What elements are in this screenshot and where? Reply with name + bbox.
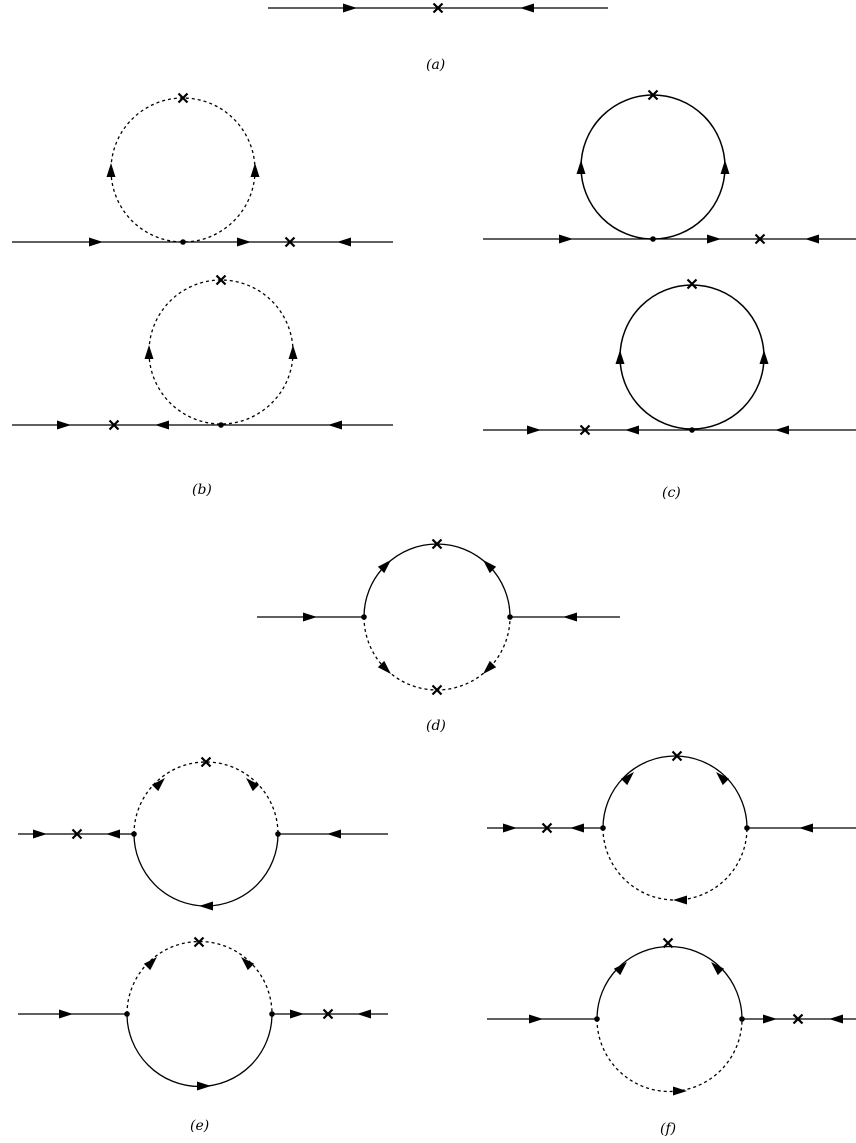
label-a: (a) bbox=[426, 57, 446, 73]
label-d: (d) bbox=[426, 718, 446, 734]
diagram-e-bottom bbox=[18, 936, 388, 1091]
diagram-c-bottom bbox=[483, 278, 856, 436]
diagram-c-top bbox=[483, 89, 856, 245]
diagram-e-top bbox=[18, 756, 388, 911]
label-f: (f) bbox=[660, 1121, 677, 1137]
label-c: (c) bbox=[662, 485, 681, 501]
diagram-b-top bbox=[12, 92, 393, 248]
diagram-a bbox=[268, 2, 608, 14]
label-b: (b) bbox=[192, 482, 212, 498]
diagram-b-bottom bbox=[12, 274, 393, 431]
label-e: (e) bbox=[190, 1118, 210, 1134]
diagram-d bbox=[257, 538, 620, 696]
diagram-f-bottom bbox=[487, 937, 856, 1096]
diagram-f-top bbox=[487, 750, 856, 905]
